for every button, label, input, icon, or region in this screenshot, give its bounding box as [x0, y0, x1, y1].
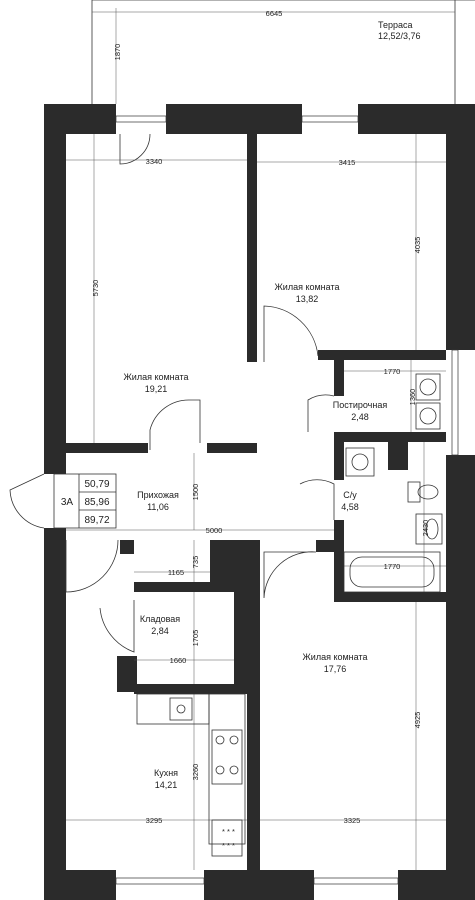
dim-terrace-depth: 1870 — [113, 44, 122, 61]
terrace-area: 12,52/3,76 — [378, 31, 421, 41]
dim-room2-width: 3415 — [339, 158, 356, 167]
dimension-labels: 6645 1870 3340 5730 3415 4035 1770 1360 … — [91, 9, 430, 825]
room-2-area: 13,82 — [296, 294, 319, 304]
dim-terrace-width: 6645 — [266, 9, 283, 18]
dim-hall-width: 1500 — [191, 484, 200, 501]
kitchen-counter-icon — [136, 693, 246, 845]
dim-storage-width: 1660 — [170, 656, 187, 665]
svg-text:* * *: * * * — [222, 841, 235, 850]
windows — [115, 115, 459, 885]
dim-laundry-depth: 1360 — [408, 389, 417, 406]
radiator-icon: * * * * * * — [211, 819, 243, 857]
dim-bath-width: 1770 — [384, 562, 401, 571]
dim-room3-width: 3325 — [344, 816, 361, 825]
room-3-name: Жилая комната — [302, 652, 367, 662]
storage-name: Кладовая — [140, 614, 180, 624]
dim-room1-length: 5730 — [91, 280, 100, 297]
dim-room1-width: 3340 — [146, 157, 163, 166]
dim-kitchen-depth: 3260 — [191, 764, 200, 781]
room-2-name: Жилая комната — [274, 282, 339, 292]
fixtures: * * * * * * — [136, 373, 443, 857]
hall-name: Прихожая — [137, 490, 179, 500]
room-3-area: 17,76 — [324, 664, 347, 674]
room-1-name: Жилая комната — [123, 372, 188, 382]
doors — [9, 133, 335, 653]
dim-bath-depth: 2430 — [421, 520, 430, 537]
bathtub-icon — [343, 551, 441, 593]
laundry-name: Постирочная — [333, 400, 388, 410]
apartment-type: 3А — [61, 497, 74, 508]
dim-room3-length: 4925 — [413, 712, 422, 729]
dim-laundry-width: 1770 — [384, 367, 401, 376]
dim-kitchen-width: 3295 — [146, 816, 163, 825]
apartment-info-box: 3А 50,79 85,96 89,72 — [53, 473, 117, 529]
dim-storage-depth: 1705 — [191, 630, 200, 647]
apartment-area-2: 85,96 — [84, 497, 109, 508]
terrace-name: Терраса — [378, 20, 413, 30]
svg-text:* * *: * * * — [222, 827, 235, 836]
washbasin-icon — [415, 513, 443, 545]
bathroom-area: 4,58 — [341, 502, 359, 512]
stove-icon — [211, 729, 243, 785]
dim-storage-top: 1165 — [168, 568, 184, 577]
sink-icon — [345, 447, 375, 477]
kitchen-name: Кухня — [154, 768, 178, 778]
apartment-area-3: 89,72 — [84, 515, 109, 526]
room-labels: Терраса 12,52/3,76 Жилая комната 19,21 Ж… — [123, 20, 420, 790]
kitchen-area: 14,21 — [155, 780, 178, 790]
hall-area: 11,06 — [147, 502, 169, 512]
dim-hall-length: 5000 — [206, 526, 223, 535]
toilet-icon — [407, 481, 439, 503]
room-1-area: 19,21 — [145, 384, 168, 394]
dim-room2-length: 4035 — [413, 237, 422, 254]
dimension-lines — [66, 134, 446, 870]
bathroom-name: С/у — [343, 490, 357, 500]
terrace — [91, 0, 475, 104]
laundry-area: 2,48 — [351, 412, 369, 422]
storage-area: 2,84 — [151, 626, 169, 636]
apartment-area-1: 50,79 — [84, 479, 109, 490]
dim-storage-gap: 735 — [191, 556, 200, 569]
walls — [44, 104, 475, 900]
washing-machine-icon — [415, 373, 441, 430]
